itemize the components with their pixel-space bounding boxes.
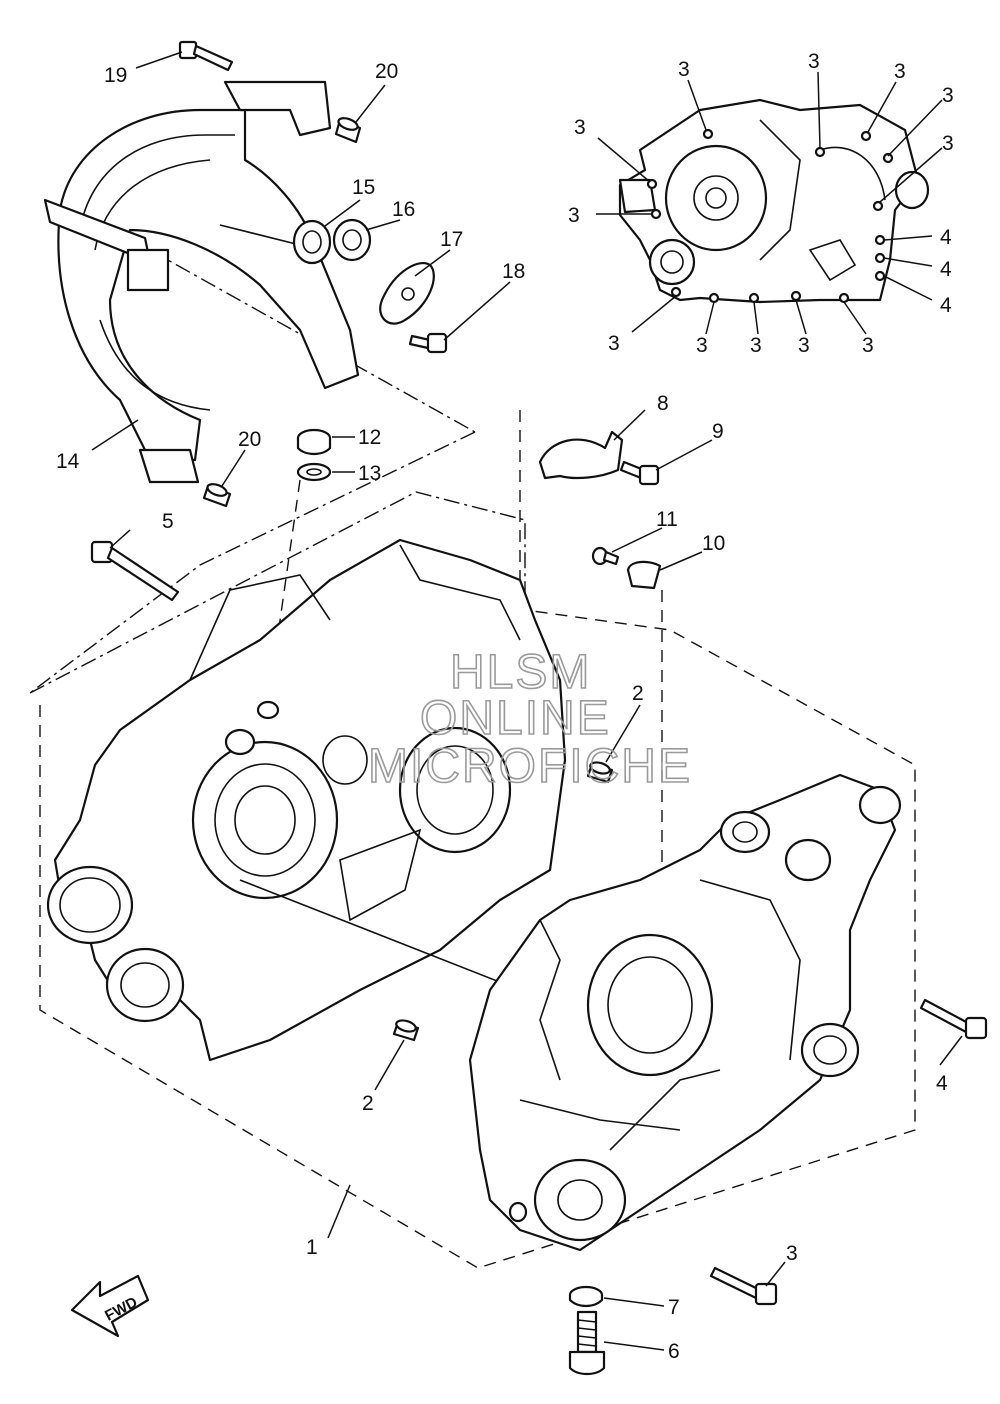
callout-7: 7 — [668, 1296, 680, 1319]
callout-15: 15 — [352, 176, 375, 199]
inset-crankcase-view — [618, 98, 930, 304]
bolt-part-4 — [919, 998, 988, 1040]
crankcase-cover-part-14 — [43, 80, 360, 484]
damper-part-10 — [626, 560, 662, 590]
callout-18: 18 — [502, 260, 525, 283]
bolt-part-5 — [90, 540, 180, 602]
bolt-part-19 — [178, 40, 234, 72]
callout-2: 2 — [632, 682, 644, 705]
callout-3: 3 — [862, 334, 874, 357]
callout-6: 6 — [668, 1340, 680, 1363]
callout-12: 12 — [358, 426, 381, 449]
bracket-part-8 — [538, 430, 624, 480]
callout-8: 8 — [657, 392, 669, 415]
callout-4: 4 — [936, 1072, 948, 1095]
callout-13: 13 — [358, 462, 381, 485]
dowel-pin-part-20 — [202, 117, 362, 508]
callout-5: 5 — [162, 510, 174, 533]
plate-part-17 — [379, 262, 435, 325]
bearing-part-15 — [292, 219, 332, 265]
callout-numbers: 19 20 15 16 17 18 14 20 12 13 5 8 9 11 1… — [56, 50, 954, 1363]
dowel-pin-part-2 — [392, 761, 614, 1042]
callout-3: 3 — [942, 84, 954, 107]
leader-lines — [91, 51, 963, 1351]
callout-3: 3 — [568, 204, 580, 227]
callout-16: 16 — [392, 198, 415, 221]
watermark: HLSM ONLINE MICROFICHE — [367, 645, 692, 794]
callout-3: 3 — [696, 334, 708, 357]
callout-3: 3 — [608, 332, 620, 355]
callout-10: 10 — [702, 532, 725, 555]
gasket-part-13 — [296, 462, 332, 482]
callout-4: 4 — [940, 294, 952, 317]
watermark-line-1: HLSM — [450, 646, 591, 699]
callout-3: 3 — [798, 334, 810, 357]
bolt-part-3 — [709, 1266, 778, 1306]
callout-3: 3 — [574, 116, 586, 139]
drain-plug-part-12 — [296, 428, 332, 456]
callout-20: 20 — [375, 60, 398, 83]
washer-part-7 — [568, 1285, 604, 1308]
left-crankcase-half — [46, 538, 567, 1062]
right-crankcase-half — [468, 773, 902, 1252]
watermark-line-3: MICROFICHE — [368, 740, 692, 793]
callout-9: 9 — [712, 420, 724, 443]
forward-direction-arrow: FWD — [70, 1274, 150, 1338]
screw-part-11 — [591, 546, 620, 566]
callout-4: 4 — [940, 258, 952, 281]
screw-part-18 — [408, 332, 448, 354]
callout-14: 14 — [56, 450, 80, 473]
callout-17: 17 — [440, 228, 463, 251]
callout-3: 3 — [808, 50, 820, 73]
callout-3: 3 — [786, 1242, 798, 1265]
watermark-line-2: ONLINE — [420, 692, 611, 745]
callout-3: 3 — [750, 334, 762, 357]
callout-2: 2 — [362, 1092, 374, 1115]
callout-3: 3 — [942, 132, 954, 155]
bolt-part-9 — [619, 460, 660, 486]
callout-19: 19 — [104, 64, 127, 87]
callout-3: 3 — [894, 60, 906, 83]
callout-4: 4 — [940, 226, 952, 249]
callout-1: 1 — [306, 1236, 318, 1259]
callout-11: 11 — [656, 508, 678, 531]
drain-bolt-part-6 — [568, 1310, 606, 1376]
oil-seal-part-16 — [332, 218, 372, 262]
callout-20: 20 — [238, 428, 261, 451]
callout-3: 3 — [678, 58, 690, 81]
